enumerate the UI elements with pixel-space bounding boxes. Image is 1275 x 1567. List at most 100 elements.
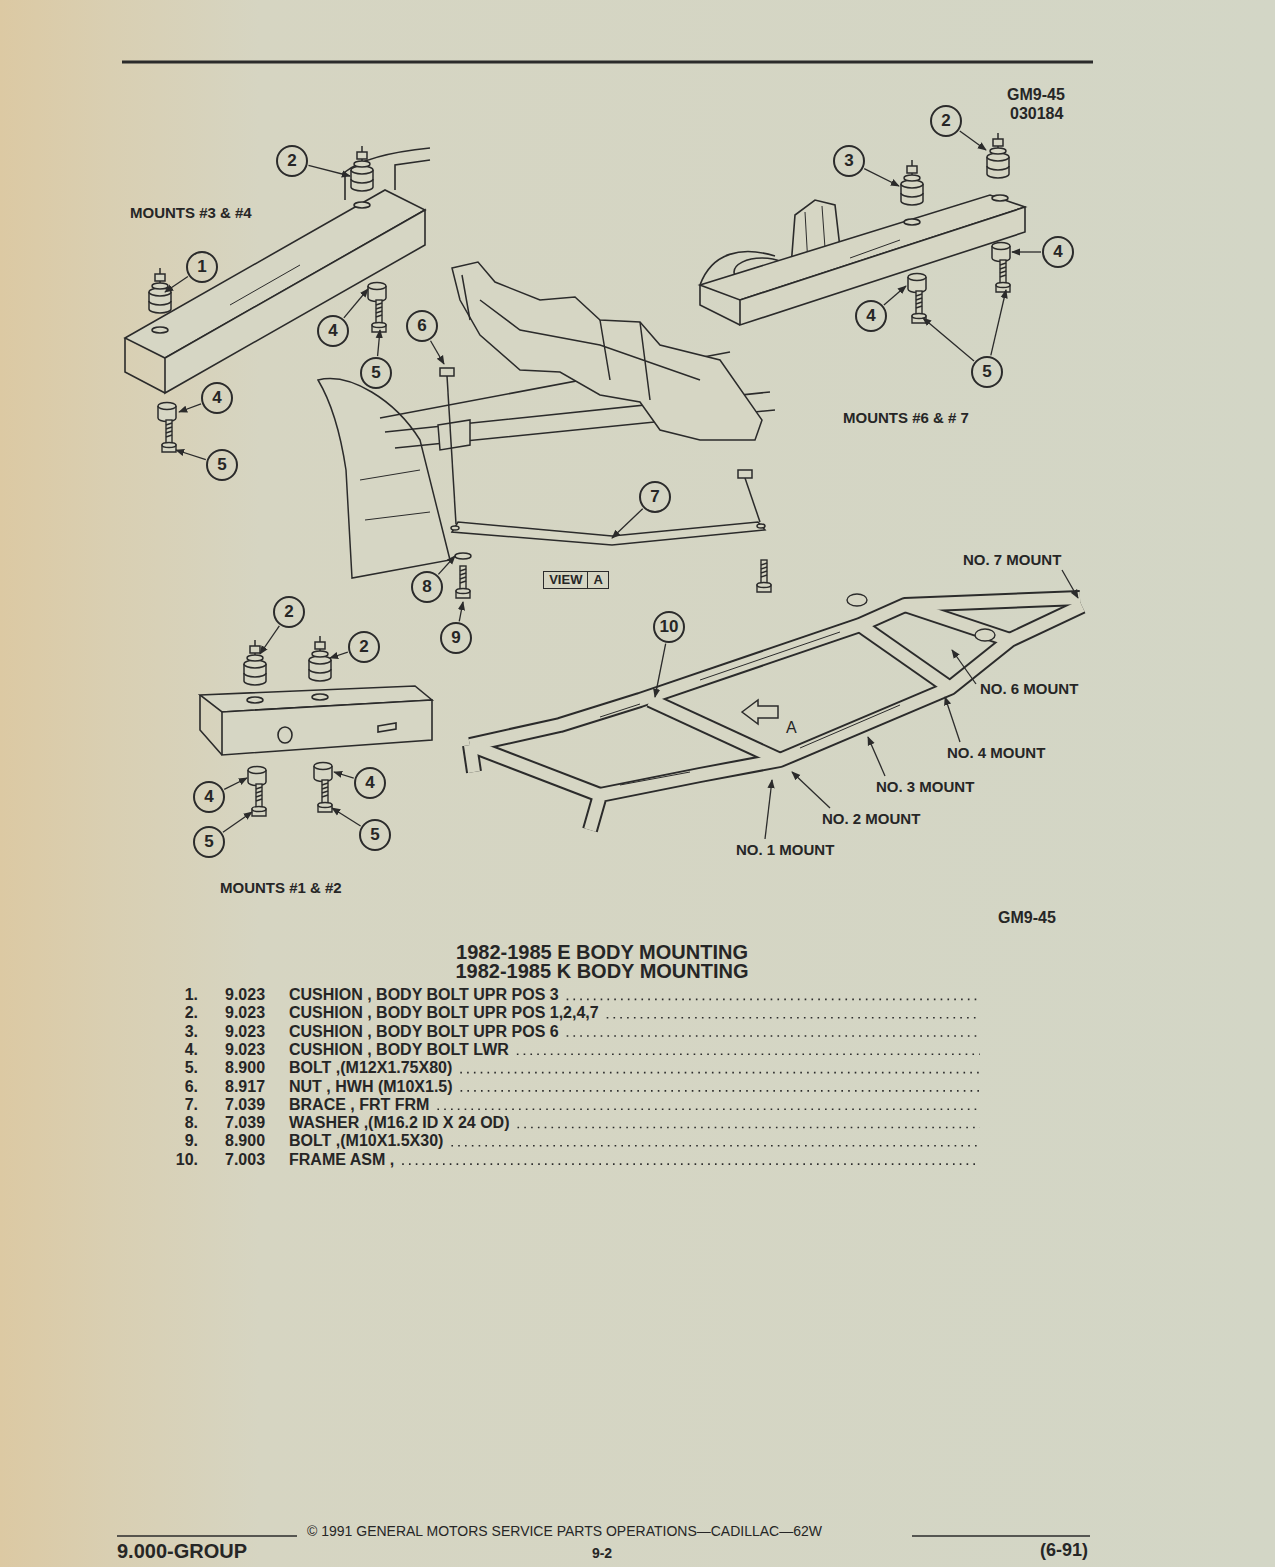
leader-line xyxy=(884,286,906,305)
item-number: 2. xyxy=(185,1004,198,1022)
callout-number: 4 xyxy=(193,781,225,813)
callout-text: 5 xyxy=(217,456,226,475)
frame-assembly xyxy=(975,629,995,641)
illustration xyxy=(456,566,470,598)
callout-text: 10 xyxy=(660,618,679,637)
leader-dots xyxy=(567,1035,980,1037)
frame-rail xyxy=(125,148,430,393)
illustration xyxy=(901,160,923,205)
illustration xyxy=(372,300,386,332)
copyright: © 1991 GENERAL MOTORS SERVICE PARTS OPER… xyxy=(307,1523,822,1539)
frame-rail xyxy=(152,327,168,333)
callout-number: 4 xyxy=(855,300,887,332)
callout-text: 2 xyxy=(284,603,293,622)
item-number: 3. xyxy=(185,1023,198,1041)
rear-crossmember xyxy=(850,240,900,258)
view-label: MOUNTS #3 & #4 xyxy=(130,204,252,221)
mount-label: NO. 4 MOUNT xyxy=(947,744,1045,761)
callout-number: 2 xyxy=(276,145,308,177)
leader-line xyxy=(344,289,368,318)
callout-text: 2 xyxy=(359,638,368,657)
item-number: 8. xyxy=(185,1114,198,1132)
frame-section xyxy=(200,686,432,755)
group-number: 9.000-GROUP xyxy=(117,1540,247,1563)
leader-line xyxy=(960,131,986,150)
leader-line xyxy=(334,772,354,778)
leader-line xyxy=(260,626,279,654)
leader-dots xyxy=(437,1108,980,1110)
callout-number: 1 xyxy=(186,251,218,283)
leader-line xyxy=(431,341,444,364)
frame-assembly xyxy=(847,594,995,641)
callout-text: 5 xyxy=(982,363,991,382)
leader-line xyxy=(765,570,1078,839)
callout-number: 2 xyxy=(273,596,305,628)
figure-code: 030184 xyxy=(1010,105,1063,123)
callout-text: 5 xyxy=(371,364,380,383)
frame-assembly xyxy=(470,598,1082,830)
leader-line xyxy=(952,650,976,684)
leader-line xyxy=(1012,251,1041,252)
part-code: 9.023 xyxy=(225,1004,265,1022)
leader-line xyxy=(176,450,206,460)
part-description: WASHER ,(M16.2 ID X 24 OD) xyxy=(289,1114,510,1132)
frame-assembly xyxy=(650,700,780,760)
view-arrow xyxy=(742,700,778,724)
part-description: CUSHION , BODY BOLT UPR POS 3 xyxy=(289,986,559,1004)
body-structure xyxy=(462,275,700,400)
part-code: 9.023 xyxy=(225,1041,265,1059)
view-label: MOUNTS #6 & # 7 xyxy=(843,409,969,426)
callout-text: 6 xyxy=(417,317,426,336)
frame-assembly xyxy=(650,700,780,760)
illustration xyxy=(162,420,176,452)
body-structure xyxy=(438,420,470,450)
callout-number: 4 xyxy=(354,767,386,799)
figure-code: GM9-45 xyxy=(1007,86,1065,104)
frame-assembly xyxy=(470,745,474,772)
callout-number: 4 xyxy=(1042,236,1074,268)
part-code: 8.917 xyxy=(225,1078,265,1096)
callout-number: 8 xyxy=(411,571,443,603)
leader-line xyxy=(224,778,247,789)
leader-line xyxy=(864,169,899,186)
part-description: CUSHION , BODY BOLT UPR POS 6 xyxy=(289,1023,559,1041)
mount-label: NO. 6 MOUNT xyxy=(980,680,1078,697)
frame-section xyxy=(312,694,328,700)
leader-line xyxy=(438,556,455,574)
leader-line xyxy=(765,780,772,839)
frame-assembly xyxy=(905,605,1010,640)
rear-crossmember xyxy=(992,195,1008,201)
illustration xyxy=(908,274,926,293)
frame-assembly xyxy=(860,625,950,688)
callout-number: 5 xyxy=(360,357,392,389)
front-brace xyxy=(738,470,752,478)
frame-assembly xyxy=(600,632,900,785)
callout-text: 1 xyxy=(197,258,206,277)
leader-line xyxy=(332,808,361,826)
illustration xyxy=(318,780,332,812)
figure-code: GM9-45 xyxy=(998,909,1056,927)
body-structure xyxy=(318,262,775,578)
leader-line xyxy=(612,509,643,538)
rear-crossmember xyxy=(700,195,1025,325)
callout-number: 5 xyxy=(971,356,1003,388)
leader-line xyxy=(655,644,666,697)
body-structure xyxy=(360,470,430,520)
frame-assembly xyxy=(905,605,1010,640)
callout-text: 2 xyxy=(941,112,950,131)
part-description: BOLT ,(M10X1.5X30) xyxy=(289,1132,443,1150)
frame-assembly xyxy=(470,745,474,772)
front-brace xyxy=(451,526,459,530)
callout-text: 9 xyxy=(451,629,460,648)
item-number: 7. xyxy=(185,1096,198,1114)
item-number: 1. xyxy=(185,986,198,1004)
illustration xyxy=(368,283,386,302)
mount-label: NO. 7 MOUNT xyxy=(963,551,1061,568)
callout-text: 8 xyxy=(422,578,431,597)
callout-number: 5 xyxy=(193,826,225,858)
illustration xyxy=(757,560,771,592)
rear-crossmember xyxy=(700,285,740,325)
frame-section xyxy=(200,695,222,755)
mount-label: NO. 2 MOUNT xyxy=(822,810,920,827)
